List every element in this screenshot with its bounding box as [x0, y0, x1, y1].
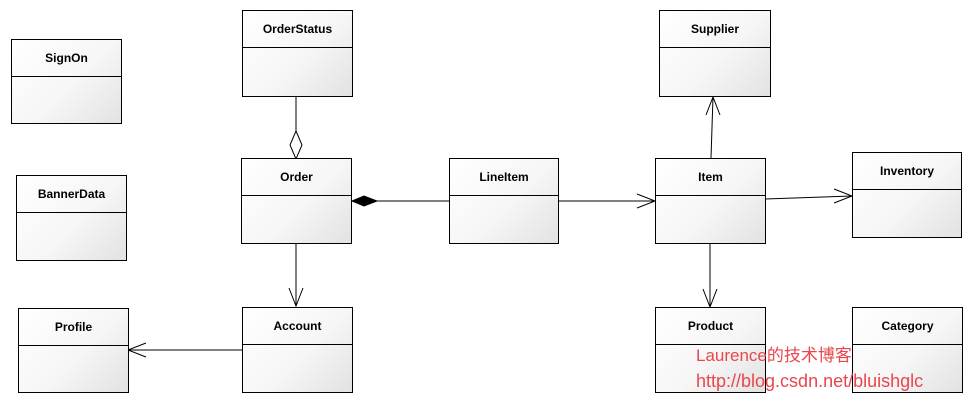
class-category[interactable]: Category — [852, 307, 963, 393]
class-name: Account — [243, 308, 352, 345]
class-profile[interactable]: Profile — [18, 308, 129, 393]
class-name: SignOn — [12, 40, 121, 77]
class-name: LineItem — [450, 159, 558, 196]
item-supplier-line — [710, 96, 714, 159]
watermark-blog-url: http://blog.csdn.net/bluishglc — [696, 371, 924, 391]
class-order[interactable]: Order — [241, 158, 352, 244]
class-account[interactable]: Account — [242, 307, 353, 393]
class-name: BannerData — [17, 176, 126, 213]
aggregation-diamond — [289, 129, 303, 161]
watermark-blog-name: Laurence的技术博客 — [696, 346, 852, 365]
class-name: Category — [853, 308, 962, 345]
class-signon[interactable]: SignOn — [11, 39, 122, 124]
class-orderstatus[interactable]: OrderStatus — [242, 10, 353, 97]
order-account-arrowhead — [288, 287, 304, 308]
class-name: Supplier — [660, 11, 770, 48]
class-name: Inventory — [853, 153, 961, 190]
class-lineitem[interactable]: LineItem — [449, 158, 559, 244]
item-supplier-arrowhead — [705, 95, 721, 116]
item-inventory-line — [764, 195, 853, 200]
class-supplier[interactable]: Supplier — [659, 10, 771, 97]
class-name: Order — [242, 159, 351, 196]
composition-diamond — [350, 195, 379, 207]
class-name: Item — [656, 159, 765, 196]
class-name: OrderStatus — [243, 11, 352, 48]
class-bannerdata[interactable]: BannerData — [16, 175, 127, 261]
class-inventory[interactable]: Inventory — [852, 152, 962, 238]
class-item[interactable]: Item — [655, 158, 766, 244]
class-name: Product — [656, 308, 765, 345]
class-product[interactable]: Product — [655, 307, 766, 393]
class-name: Profile — [19, 309, 128, 346]
